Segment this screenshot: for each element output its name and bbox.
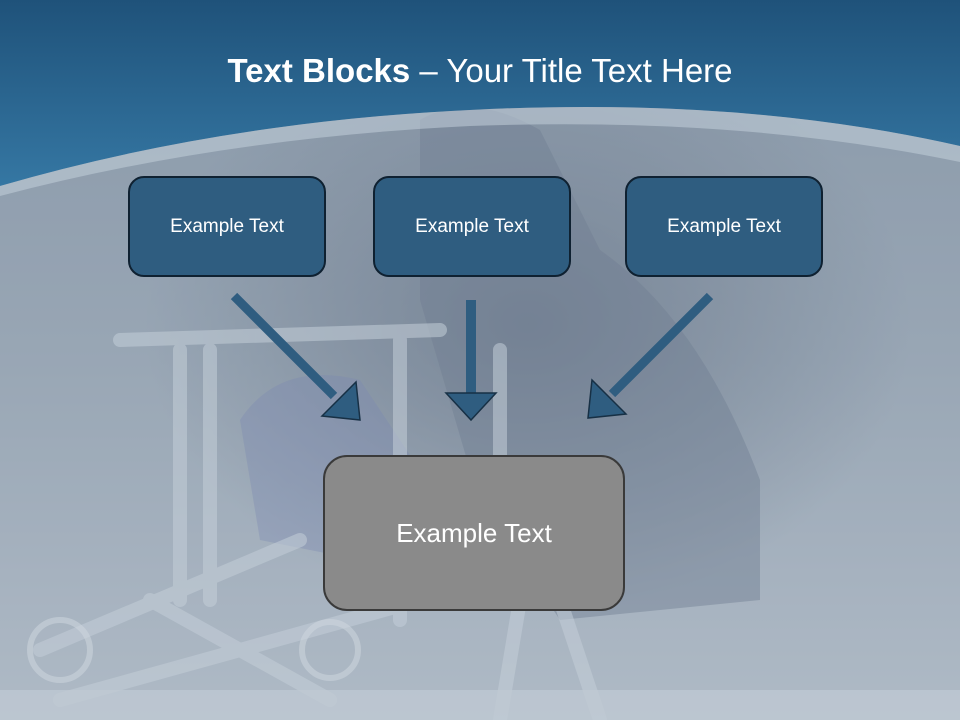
target-text-block-label: Example Text [396,517,552,548]
title-regular: Your Title Text Here [446,52,733,89]
text-block-3[interactable]: Example Text [625,176,823,277]
text-block-2-label: Example Text [415,215,529,237]
header-band [0,0,960,196]
target-text-block[interactable]: Example Text [323,455,625,611]
text-block-2[interactable]: Example Text [373,176,571,277]
text-block-1[interactable]: Example Text [128,176,326,277]
text-block-3-label: Example Text [667,215,781,237]
title-dash: – [410,52,447,89]
text-block-1-label: Example Text [170,215,284,237]
title-bold: Text Blocks [227,52,411,89]
page-title: Text Blocks – Your Title Text Here [0,52,960,90]
